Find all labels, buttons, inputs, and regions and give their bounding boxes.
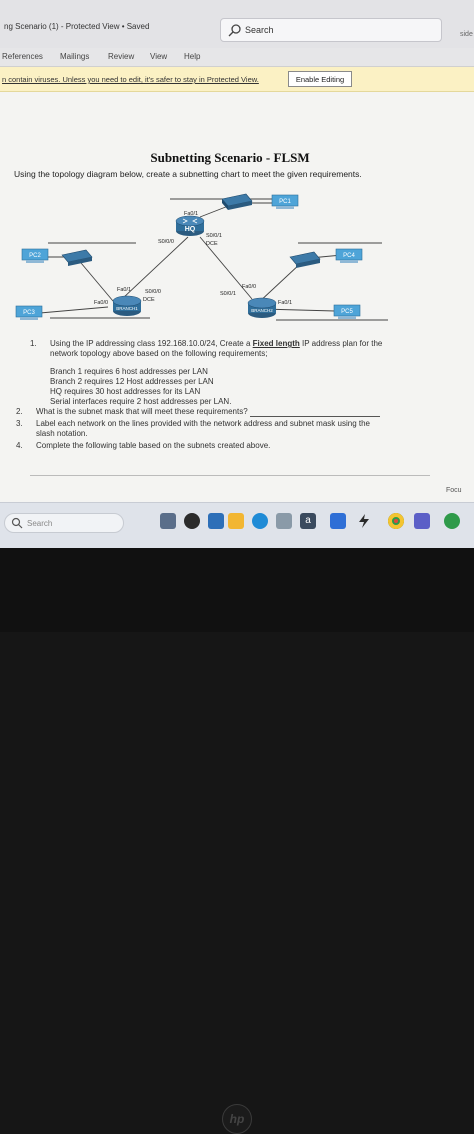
list-number: 2. — [16, 407, 23, 416]
label-hq-s001: S0/0/1 — [206, 233, 222, 239]
search-box[interactable]: Search — [220, 18, 442, 42]
requirement-line: Serial interfaces require 2 host address… — [50, 397, 232, 406]
host-pc5-label: PC5 — [341, 309, 353, 315]
laptop-bezel: hp — [0, 548, 474, 1134]
label-b1-fa00: Fa0/0 — [94, 300, 108, 306]
search-icon — [228, 24, 241, 37]
switch-branch2 — [289, 251, 321, 268]
host-pc1-label: PC1 — [279, 199, 291, 205]
title-bar: ng Scenario (1) - Protected View • Saved… — [0, 0, 474, 48]
list-number: 1. — [30, 339, 37, 348]
router-branch2: BRANCH2 — [247, 297, 277, 318]
document-intro: Using the topology diagram below, create… — [14, 169, 362, 179]
label-hq-fa01: Fa0/1 — [184, 211, 198, 217]
window-title: ng Scenario (1) - Protected View • Saved — [4, 22, 150, 31]
requirement-line: Branch 1 requires 6 host addresses per L… — [50, 367, 208, 376]
host-pc4-label: PC4 — [343, 253, 355, 259]
label-hq-s000: S0/0/0 — [158, 239, 174, 245]
router-branch2-label: BRANCH2 — [251, 308, 273, 313]
teams-icon[interactable] — [414, 513, 430, 529]
host-pc4: PC4 — [335, 248, 363, 263]
protected-view-message: n contain viruses. Unless you need to ed… — [2, 75, 259, 84]
label-hq-dce: DCE — [206, 241, 218, 247]
menu-review[interactable]: Review — [108, 52, 135, 61]
menu-references[interactable]: References — [2, 52, 43, 61]
router-branch1: BRANCH1 — [112, 295, 142, 316]
list-text: IP address plan for the — [299, 339, 383, 348]
list-text: network topology above based on the foll… — [50, 349, 268, 358]
windows-taskbar: Search a — [0, 502, 474, 548]
requirement-line: HQ requires 30 host addresses for its LA… — [50, 387, 201, 396]
label-b1-s000: S0/0/0 — [145, 289, 161, 295]
chrome-icon[interactable] — [388, 513, 404, 529]
edge-browser-icon[interactable] — [252, 513, 268, 529]
list-emphasis: Fixed length — [252, 339, 300, 348]
enable-editing-button[interactable]: Enable Editing — [288, 71, 352, 87]
list-text: Complete the following table based on th… — [36, 441, 271, 450]
menu-help[interactable]: Help — [184, 52, 201, 61]
menu-view[interactable]: View — [150, 52, 168, 61]
ribbon-menu: References Mailings Review View Help — [0, 48, 474, 67]
amazon-icon[interactable]: a — [300, 513, 316, 529]
label-b1-dce: DCE — [143, 297, 155, 303]
xbox-icon[interactable] — [444, 513, 460, 529]
list-text: slash notation. — [36, 429, 88, 438]
list-number: 4. — [16, 441, 23, 450]
switch-branch1 — [61, 249, 93, 266]
topology-diagram: HQ BRANCH1 BRANCH2 PC1 — [15, 193, 388, 321]
interface-labels: Fa0/1 S0/0/0 S0/0/1 DCE Fa0/1 Fa0/0 S0/0… — [94, 211, 292, 306]
host-pc3-left-label: PC3 — [23, 310, 35, 316]
label-b1-fa01: Fa0/1 — [117, 287, 131, 293]
protected-view-bar: n contain viruses. Unless you need to ed… — [0, 67, 474, 92]
store-icon[interactable] — [276, 513, 292, 529]
list-item: 1. Using the IP addressing class 192.168… — [30, 339, 450, 359]
router-hq-label: HQ — [185, 226, 196, 233]
list-text: What is the subnet mask that will meet t… — [36, 407, 248, 416]
side-label: side — [460, 31, 473, 38]
file-explorer-icon[interactable] — [208, 513, 224, 529]
switch-hq — [221, 193, 253, 210]
widgets-icon[interactable] — [160, 513, 176, 529]
answer-blank-line — [249, 408, 380, 417]
requirement-line: Branch 2 requires 12 Host addresses per … — [50, 377, 214, 386]
list-item: 3. Label each network on the lines provi… — [16, 419, 450, 439]
hp-logo-icon: hp — [222, 1104, 252, 1134]
list-number: 3. — [16, 419, 23, 428]
host-pc3-left: PC3 — [15, 305, 43, 320]
document-page: Subnetting Scenario - FLSM Using the top… — [0, 92, 474, 502]
router-hq: HQ — [175, 215, 205, 236]
table-top-rule — [30, 475, 430, 476]
laptop-screen: ng Scenario (1) - Protected View • Saved… — [0, 0, 474, 548]
label-b2-s001: S0/0/1 — [220, 291, 236, 297]
host-pc1: PC1 — [271, 194, 299, 209]
search-icon — [11, 517, 23, 529]
dropbox-icon[interactable] — [330, 513, 346, 529]
menu-mailings[interactable]: Mailings — [60, 52, 90, 61]
document-title: Subnetting Scenario - FLSM — [150, 150, 310, 165]
taskbar-search-placeholder: Search — [27, 519, 53, 528]
bolt-icon[interactable] — [356, 513, 372, 529]
list-text: Label each network on the lines provided… — [36, 419, 370, 428]
list-item: 4. Complete the following table based on… — [16, 441, 450, 451]
taskbar-search[interactable]: Search — [4, 513, 124, 533]
list-item: 2. What is the subnet mask that will mee… — [16, 407, 450, 417]
host-pc2-label: PC2 — [29, 253, 41, 259]
camera-icon[interactable] — [184, 513, 200, 529]
label-b2-fa01: Fa0/1 — [278, 300, 292, 306]
search-label: Search — [245, 25, 274, 35]
router-branch1-label: BRANCH1 — [116, 306, 138, 311]
instruction-list: 1. Using the IP addressing class 192.168… — [16, 339, 450, 453]
host-pc2: PC2 — [21, 248, 49, 263]
host-pc5: PC5 — [333, 304, 361, 319]
label-b2-fa00: Fa0/0 — [242, 284, 256, 290]
focus-mode-button[interactable]: Focu — [446, 487, 462, 494]
folder-icon[interactable] — [228, 513, 244, 529]
list-text: Using the IP addressing class 192.168.10… — [50, 339, 253, 348]
